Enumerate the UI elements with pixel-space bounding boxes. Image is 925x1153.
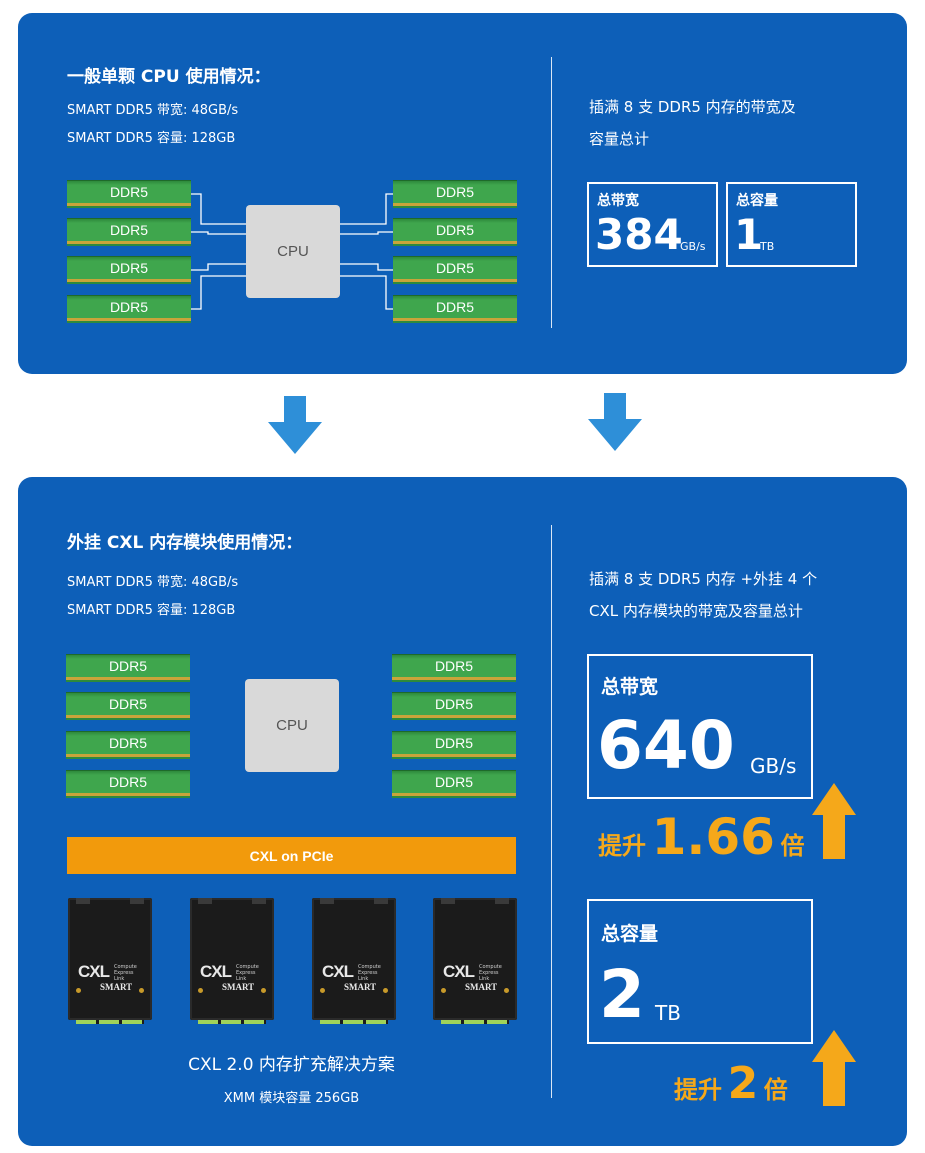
boost-prefix: 提升 <box>598 832 646 860</box>
stat-total-bandwidth: 总带宽 640 GB/s <box>587 654 813 799</box>
section-title: 一般单颗 CPU 使用情况： <box>67 67 271 87</box>
dimm-label: DDR5 <box>109 260 149 276</box>
boost-value: 2 <box>727 1058 759 1109</box>
stat-unit: GB/s <box>680 240 706 253</box>
dimm-label: DDR5 <box>108 774 148 790</box>
dimm-label: DDR5 <box>434 774 474 790</box>
spec-bandwidth: SMART DDR5 带宽: 48GB/s <box>67 575 239 590</box>
summary-line-2: 容量总计 <box>589 130 650 148</box>
dimm-right-1: DDR5 <box>392 654 516 682</box>
dimm-right-4: DDR5 <box>393 295 517 323</box>
stat-value: 2 <box>599 956 645 1033</box>
dimm-left-1: DDR5 <box>66 654 190 682</box>
dimm-label: DDR5 <box>108 696 148 712</box>
cxl-logo-icon: CXL Compute Express Link SMART <box>200 962 259 992</box>
dimm-left-3: DDR5 <box>66 731 190 759</box>
cxl-logo-icon: CXL Compute Express Link SMART <box>78 962 137 992</box>
dimm-right-2: DDR5 <box>393 218 517 246</box>
dimm-left-4: DDR5 <box>67 295 191 323</box>
cpu-chip: CPU <box>246 205 340 298</box>
dimm-label: DDR5 <box>435 222 475 238</box>
solution-caption: CXL 2.0 内存扩充解决方案 <box>188 1055 395 1075</box>
bandwidth-boost: 提升 1.66 倍 <box>598 808 805 866</box>
dimm-label: DDR5 <box>108 735 148 751</box>
stat-label: 总容量 <box>601 923 659 945</box>
dimm-left-2: DDR5 <box>66 692 190 720</box>
boost-value: 1.66 <box>651 808 775 866</box>
up-arrow-icon <box>812 783 856 859</box>
dimm-right-2: DDR5 <box>392 692 516 720</box>
spec-capacity: SMART DDR5 容量: 128GB <box>67 603 236 618</box>
panel-divider <box>551 57 552 328</box>
dimm-label: DDR5 <box>434 696 474 712</box>
dimm-label: DDR5 <box>435 260 475 276</box>
summary-line-1: 插满 8 支 DDR5 内存 +外挂 4 个 <box>589 570 818 588</box>
summary-line-1: 插满 8 支 DDR5 内存的带宽及 <box>589 98 796 116</box>
dimm-label: DDR5 <box>109 222 149 238</box>
cxl-pcie-bus: CXL on PCIe <box>67 837 516 874</box>
stat-unit: TB <box>760 240 775 253</box>
stat-total-capacity: 总容量 2 TB <box>587 899 813 1044</box>
panel-divider <box>551 525 552 1098</box>
stat-value: 640 <box>597 707 735 784</box>
cxl-memory-module: CXL Compute Express Link SMART <box>433 898 517 1024</box>
spec-capacity: SMART DDR5 容量: 128GB <box>67 131 236 146</box>
dimm-left-4: DDR5 <box>66 770 190 798</box>
stat-value: 1 <box>734 210 764 259</box>
boost-prefix: 提升 <box>674 1076 722 1104</box>
stat-total-bandwidth: 总带宽 384 GB/s <box>587 182 718 267</box>
dimm-label: DDR5 <box>109 184 149 200</box>
dimm-right-3: DDR5 <box>393 256 517 284</box>
dimm-right-3: DDR5 <box>392 731 516 759</box>
section-title: 外挂 CXL 内存模块使用情况： <box>67 533 303 553</box>
cxl-memory-module: CXL Compute Express Link SMART <box>190 898 274 1024</box>
capacity-boost: 提升 2 倍 <box>674 1058 788 1109</box>
down-arrow-icon <box>268 396 322 454</box>
boost-suffix: 倍 <box>763 1076 788 1104</box>
boost-suffix: 倍 <box>780 832 805 860</box>
cpu-chip: CPU <box>245 679 339 772</box>
spec-bandwidth: SMART DDR5 带宽: 48GB/s <box>67 103 239 118</box>
dimm-label: DDR5 <box>108 658 148 674</box>
dimm-label: DDR5 <box>435 299 475 315</box>
cxl-memory-module: CXL Compute Express Link SMART <box>312 898 396 1024</box>
stat-label: 总带宽 <box>597 193 639 209</box>
dimm-label: DDR5 <box>109 299 149 315</box>
dimm-label: DDR5 <box>434 658 474 674</box>
dimm-left-3: DDR5 <box>67 256 191 284</box>
cxl-logo-icon: CXL Compute Express Link SMART <box>443 962 502 992</box>
cxl-memory-module: CXL Compute Express Link SMART <box>68 898 152 1024</box>
stat-value: 384 <box>595 210 683 259</box>
stat-total-capacity: 总容量 1 TB <box>726 182 857 267</box>
summary-line-2: CXL 内存模块的带宽及容量总计 <box>589 602 803 620</box>
down-arrow-icon <box>588 393 642 451</box>
dimm-label: DDR5 <box>434 735 474 751</box>
panel-cxl-expansion <box>18 477 907 1146</box>
module-capacity-caption: XMM 模块容量 256GB <box>223 1091 360 1106</box>
dimm-label: DDR5 <box>435 184 475 200</box>
stat-label: 总带宽 <box>601 676 659 698</box>
up-arrow-icon <box>812 1030 856 1106</box>
cxl-logo-icon: CXL Compute Express Link SMART <box>322 962 381 992</box>
stat-unit: GB/s <box>750 754 797 778</box>
dimm-right-1: DDR5 <box>393 180 517 208</box>
dimm-left-1: DDR5 <box>67 180 191 208</box>
dimm-left-2: DDR5 <box>67 218 191 246</box>
stat-label: 总容量 <box>736 193 778 209</box>
stat-unit: TB <box>655 1001 681 1025</box>
dimm-right-4: DDR5 <box>392 770 516 798</box>
